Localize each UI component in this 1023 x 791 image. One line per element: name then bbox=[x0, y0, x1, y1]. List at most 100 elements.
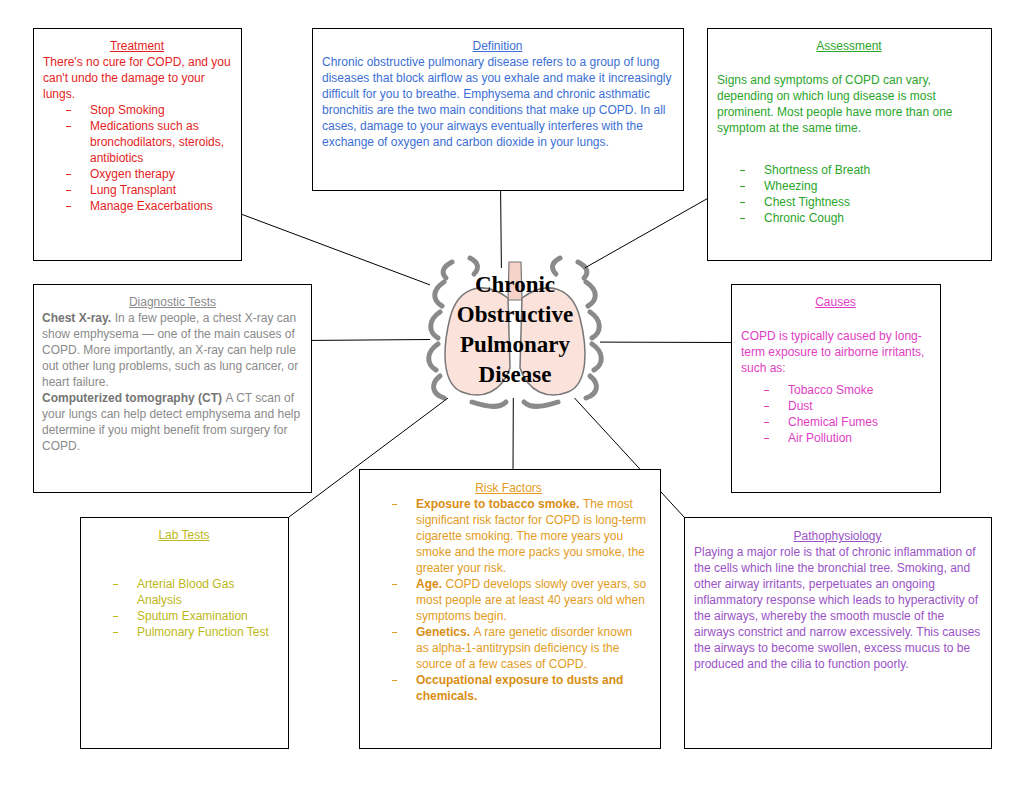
central-title: Chronic Obstructive Pulmonary Disease bbox=[430, 270, 600, 390]
bold-lead: Occupational exposure to dusts and chemi… bbox=[416, 673, 623, 703]
pathophysiology-box: PathophysiologyPlaying a major role is t… bbox=[684, 517, 992, 749]
list-dash bbox=[392, 584, 397, 585]
list-item: Chronic Cough bbox=[740, 210, 981, 226]
rib-strokes bbox=[429, 258, 602, 407]
lab-tests-box: Lab TestsArterial Blood Gas AnalysisSput… bbox=[80, 517, 289, 749]
bold-lead: Age. bbox=[416, 577, 442, 591]
bold-lead: Chest X-ray. bbox=[42, 311, 111, 325]
list-dash bbox=[764, 422, 769, 423]
list-dash bbox=[740, 218, 745, 219]
list-item: Arterial Blood Gas Analysis bbox=[113, 576, 278, 608]
list-text: Pulmonary Function Test bbox=[137, 625, 269, 639]
list-text: Chronic Cough bbox=[764, 211, 844, 225]
connector-line bbox=[585, 199, 707, 268]
box-content: PathophysiologyPlaying a major role is t… bbox=[694, 528, 981, 672]
list-item: Dust bbox=[764, 398, 930, 414]
rib-stroke bbox=[435, 282, 444, 306]
list-item: Shortness of Breath bbox=[740, 162, 981, 178]
list-item: Stop Smoking bbox=[66, 102, 231, 118]
bold-lead: Genetics. bbox=[416, 625, 470, 639]
list-text: Lung Transplant bbox=[90, 183, 176, 197]
list-text: Tobacco Smoke bbox=[788, 383, 873, 397]
box-heading: Causes bbox=[741, 294, 930, 310]
list-text: Wheezing bbox=[764, 179, 817, 193]
list-item: Chest Tightness bbox=[740, 194, 981, 210]
list-item: Manage Exacerbations bbox=[66, 198, 231, 214]
box-content: Lab TestsArterial Blood Gas AnalysisSput… bbox=[90, 527, 278, 640]
list-dash bbox=[113, 584, 118, 585]
risk-factors-box: Risk FactorsExposure to tobacco smoke.Th… bbox=[359, 469, 661, 749]
box-text: COPD is typically caused by long-term ex… bbox=[741, 328, 930, 376]
diagnostic-tests-box: Diagnostic TestsChest X-ray.In a few peo… bbox=[33, 284, 312, 493]
list-item: Age.COPD develops slowly over years, so … bbox=[392, 576, 648, 624]
box-text: Playing a major role is that of chronic … bbox=[694, 544, 981, 672]
list-dash bbox=[764, 406, 769, 407]
box-heading: Risk Factors bbox=[369, 480, 648, 496]
rib-stroke bbox=[586, 376, 596, 398]
list-dash bbox=[113, 616, 118, 617]
list-item: Pulmonary Function Test bbox=[113, 624, 278, 640]
list-item: Genetics.A rare genetic disorder known a… bbox=[392, 624, 648, 672]
box-content: Risk FactorsExposure to tobacco smoke.Th… bbox=[369, 480, 648, 704]
rib-stroke bbox=[553, 258, 560, 274]
causes-box: CausesCOPD is typically caused by long-t… bbox=[731, 284, 941, 493]
list-dash bbox=[740, 186, 745, 187]
list-text: Shortness of Breath bbox=[764, 163, 870, 177]
central-topic: Chronic Obstructive Pulmonary Disease bbox=[430, 268, 600, 398]
bold-lead: Exposure to tobacco smoke. bbox=[416, 497, 579, 511]
list-item: Chemical Fumes bbox=[764, 414, 930, 430]
rib-stroke bbox=[592, 344, 601, 370]
rib-stroke bbox=[431, 312, 440, 338]
list-item: Air Pollution bbox=[764, 430, 930, 446]
rib-stroke bbox=[586, 282, 595, 306]
box-heading: Definition bbox=[322, 38, 673, 54]
list-item: Tobacco Smoke bbox=[764, 382, 930, 398]
list-text: Manage Exacerbations bbox=[90, 199, 213, 213]
box-content: DefinitionChronic obstructive pulmonary … bbox=[322, 38, 673, 150]
definition-box: DefinitionChronic obstructive pulmonary … bbox=[312, 28, 684, 191]
rib-stroke bbox=[429, 344, 438, 370]
list-dash bbox=[66, 206, 71, 207]
list-dash bbox=[66, 190, 71, 191]
list-dash bbox=[66, 126, 71, 127]
list-item: Occupational exposure to dusts and chemi… bbox=[392, 672, 648, 704]
box-content: CausesCOPD is typically caused by long-t… bbox=[741, 294, 930, 446]
box-heading: Treatment bbox=[43, 38, 231, 54]
box-content: AssessmentSigns and symptoms of COPD can… bbox=[717, 38, 981, 226]
assessment-box: AssessmentSigns and symptoms of COPD can… bbox=[707, 28, 992, 261]
list-text: Chest Tightness bbox=[764, 195, 850, 209]
list-item: Sputum Examination bbox=[113, 608, 278, 624]
box-paragraph: Chest X-ray.In a few people, a chest X-r… bbox=[42, 310, 303, 390]
list-dash bbox=[740, 202, 745, 203]
list-dash bbox=[392, 680, 397, 681]
list-text: Oxygen therapy bbox=[90, 167, 175, 181]
box-content: Chronic Obstructive Pulmonary Disease bbox=[430, 270, 600, 390]
list-item: Exposure to tobacco smoke.The most signi… bbox=[392, 496, 648, 576]
list-text: Medications such as bronchodilators, ste… bbox=[90, 119, 224, 165]
list-dash bbox=[66, 110, 71, 111]
list-dash bbox=[392, 632, 397, 633]
connector-line bbox=[513, 398, 514, 469]
box-text: There's no cure for COPD, and you can't … bbox=[43, 54, 231, 102]
list-text: Chemical Fumes bbox=[788, 415, 878, 429]
list-item: Oxygen therapy bbox=[66, 166, 231, 182]
box-heading: Diagnostic Tests bbox=[42, 294, 303, 310]
box-text: Chronic obstructive pulmonary disease re… bbox=[322, 54, 673, 150]
box-text: Signs and symptoms of COPD can vary, dep… bbox=[717, 72, 981, 136]
treatment-box: TreatmentThere's no cure for COPD, and y… bbox=[33, 28, 242, 261]
box-content: Diagnostic TestsChest X-ray.In a few peo… bbox=[42, 294, 303, 454]
box-text: COPD develops slowly over years, so most… bbox=[416, 577, 646, 623]
list-text: Arterial Blood Gas Analysis bbox=[137, 577, 234, 607]
list-text: Dust bbox=[788, 399, 813, 413]
box-heading: Lab Tests bbox=[90, 527, 278, 543]
connector-line bbox=[312, 339, 430, 341]
list-text: Sputum Examination bbox=[137, 609, 248, 623]
connector-line bbox=[242, 214, 430, 285]
list-text: Air Pollution bbox=[788, 431, 852, 445]
rib-stroke bbox=[578, 262, 587, 278]
bold-lead: Computerized tomography (CT) bbox=[42, 391, 222, 405]
list-dash bbox=[66, 174, 71, 175]
list-dash bbox=[740, 170, 745, 171]
box-heading: Pathophysiology bbox=[694, 528, 981, 544]
